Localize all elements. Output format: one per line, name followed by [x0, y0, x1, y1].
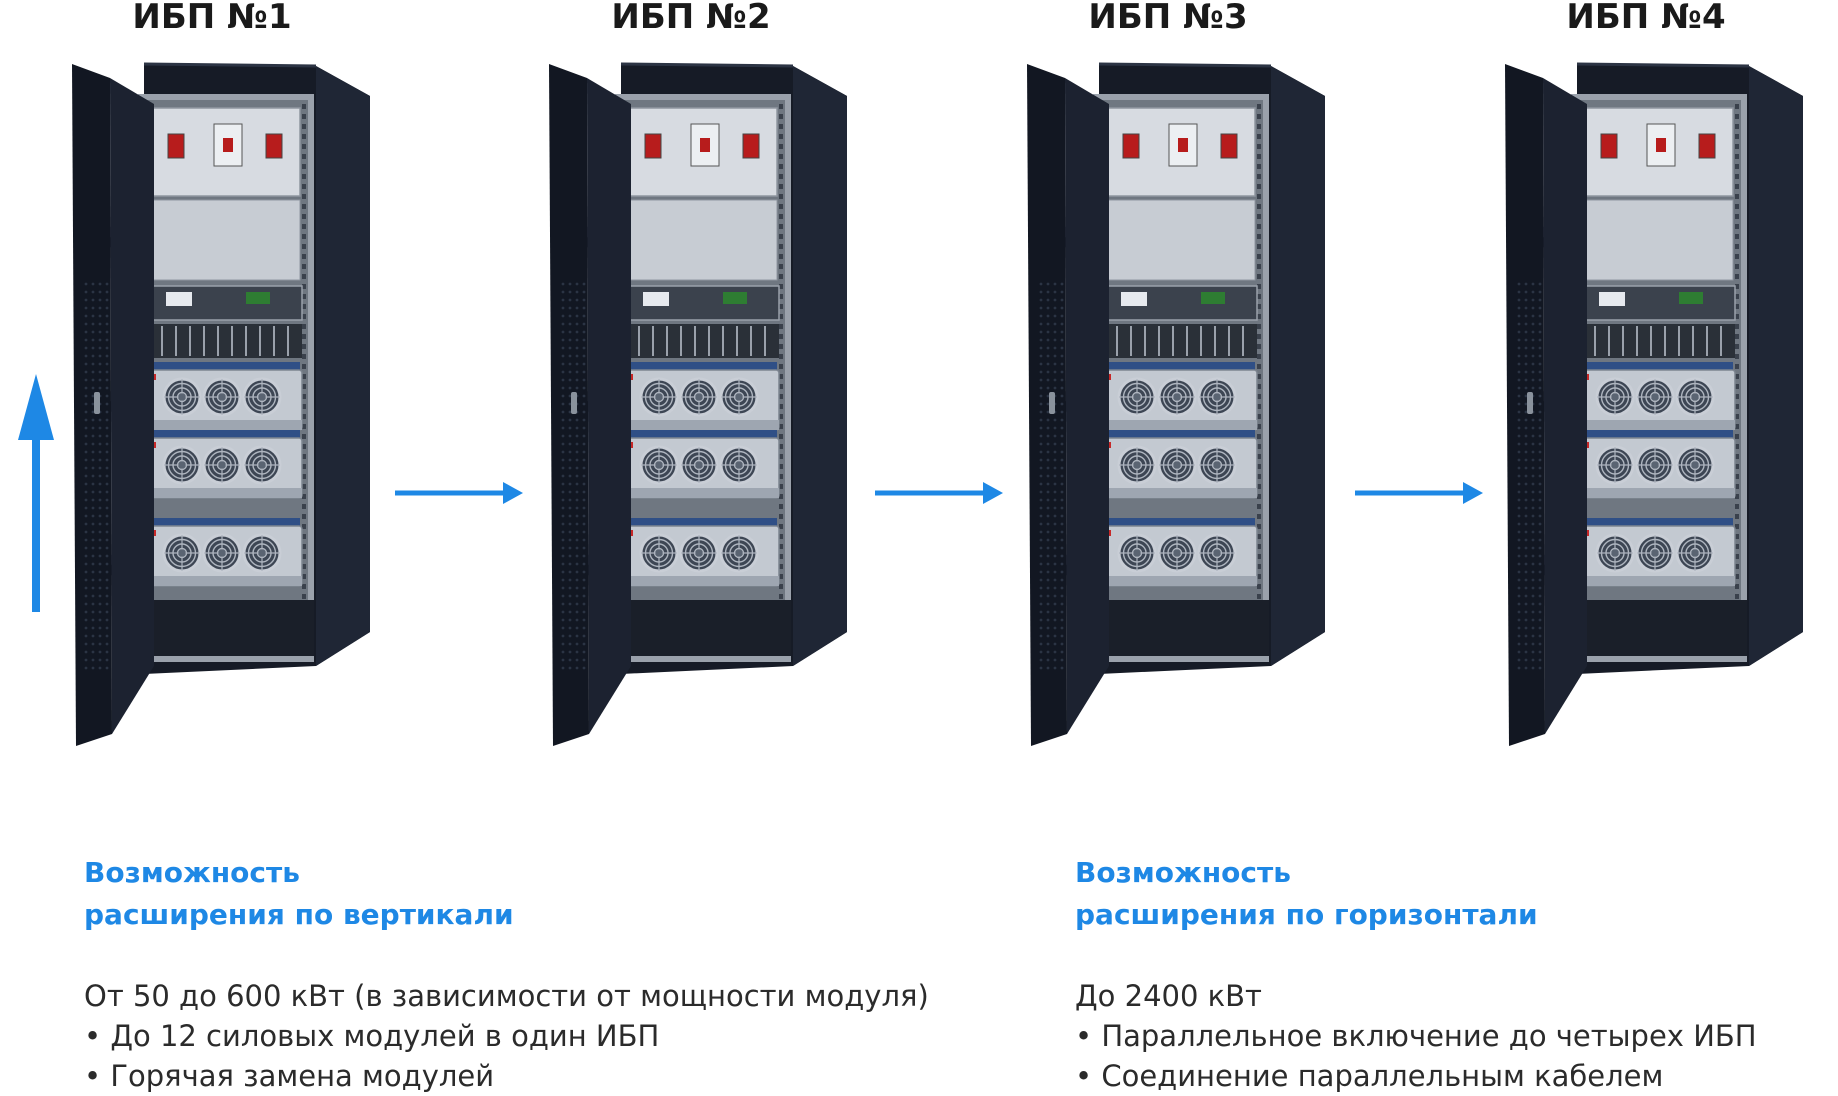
- ups-title-4: ИБП №4: [1566, 0, 1726, 36]
- details-bullet: • Горячая замена модулей: [84, 1059, 495, 1093]
- power-module: [1100, 518, 1258, 587]
- power-module: [622, 362, 780, 431]
- details-summary: От 50 до 600 кВт (в зависимости от мощно…: [84, 979, 929, 1013]
- arrow-right-icon: [395, 482, 523, 504]
- arrow-up-icon: [18, 374, 54, 614]
- horizontal-expansion-heading: Возможность расширения по горизонтали: [1075, 852, 1538, 936]
- details-bullet: • Параллельное включение до четырех ИБП: [1075, 1019, 1757, 1053]
- details-bullet: • До 12 силовых модулей в один ИБП: [84, 1019, 660, 1053]
- arrow-right-icon: [875, 482, 1003, 504]
- power-module: [622, 518, 780, 587]
- power-module: [1100, 362, 1258, 431]
- ups-cabinet-1: [66, 34, 386, 776]
- ups-cabinet-3: [1021, 34, 1341, 776]
- details-bullet: • Соединение параллельным кабелем: [1075, 1059, 1664, 1093]
- power-module: [145, 430, 303, 499]
- power-module: [1100, 430, 1258, 499]
- heading-line: расширения по вертикали: [84, 898, 514, 931]
- power-module: [1578, 362, 1736, 431]
- ups-title-2: ИБП №2: [611, 0, 771, 36]
- power-module: [1578, 518, 1736, 587]
- power-module: [622, 430, 780, 499]
- ups-title-3: ИБП №3: [1088, 0, 1248, 36]
- power-module: [1578, 430, 1736, 499]
- heading-line: Возможность: [1075, 856, 1291, 889]
- heading-line: расширения по горизонтали: [1075, 898, 1538, 931]
- ups-title-1: ИБП №1: [132, 0, 292, 36]
- power-module: [145, 518, 303, 587]
- horizontal-expansion-details: До 2400 кВт • Параллельное включение до …: [1075, 976, 1757, 1096]
- details-summary: До 2400 кВт: [1075, 979, 1262, 1013]
- vertical-expansion-details: От 50 до 600 кВт (в зависимости от мощно…: [84, 976, 929, 1096]
- ups-cabinet-4: [1499, 34, 1819, 776]
- vertical-expansion-heading: Возможность расширения по вертикали: [84, 852, 514, 936]
- heading-line: Возможность: [84, 856, 300, 889]
- ups-cabinet-2: [543, 34, 863, 776]
- arrow-right-icon: [1355, 482, 1483, 504]
- power-module: [145, 362, 303, 431]
